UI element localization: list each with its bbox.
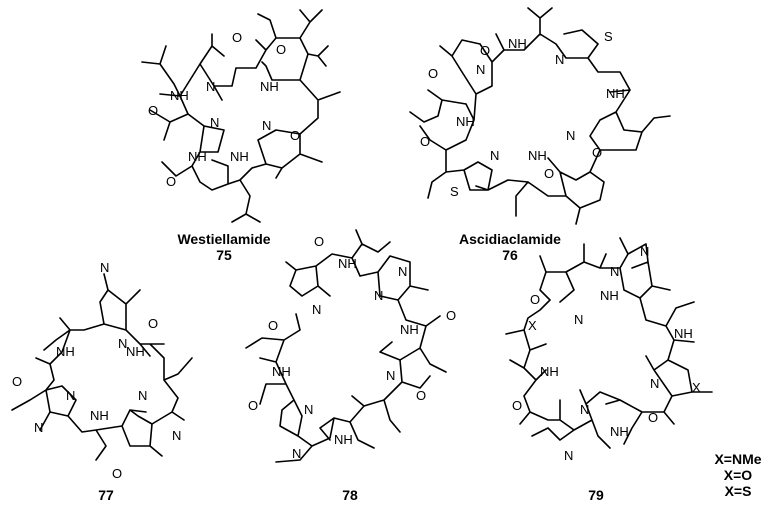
atom-n: N xyxy=(566,128,575,143)
atom-nh: NH xyxy=(400,322,419,337)
atom-nh: NH xyxy=(90,408,109,423)
atom-o: O xyxy=(446,308,456,323)
atom-nh: NH xyxy=(508,36,527,51)
atom-s: S xyxy=(450,184,459,199)
atom-o: O xyxy=(112,466,122,481)
atom-o: O xyxy=(248,398,258,413)
atom-n: N xyxy=(650,376,659,391)
atom-nh: NH xyxy=(230,149,249,164)
atom-n: N xyxy=(490,148,499,163)
atom-nh: NH xyxy=(528,148,547,163)
atom-nh: NH xyxy=(610,424,629,439)
atom-nh: NH xyxy=(674,326,693,341)
atom-x: X xyxy=(692,380,701,395)
atom-s: S xyxy=(604,29,613,44)
atom-n: N xyxy=(172,428,181,443)
atom-o: O xyxy=(12,374,22,389)
compound-number: 78 xyxy=(342,487,358,503)
legend-entry: X=S xyxy=(725,483,752,499)
atom-n: N xyxy=(398,264,407,279)
atom-nh: NH xyxy=(126,344,145,359)
atom-n: N xyxy=(610,264,619,279)
compound-number: 75 xyxy=(216,247,232,263)
atom-o: O xyxy=(512,398,522,413)
atom-o: O xyxy=(416,388,426,403)
atom-o: O xyxy=(420,134,430,149)
atom-nh: NH xyxy=(606,86,625,101)
compound-name: Ascidiaclamide xyxy=(459,231,561,247)
atom-nh: NH xyxy=(338,256,357,271)
atom-n: N xyxy=(580,402,589,417)
atom-n: N xyxy=(312,302,321,317)
atom-n: N xyxy=(574,312,583,327)
atom-o: O xyxy=(232,30,242,45)
atom-n: N xyxy=(66,388,75,403)
atom-n: N xyxy=(304,402,313,417)
atom-o: O xyxy=(276,42,286,57)
atom-n: N xyxy=(555,52,564,67)
atom-nh: NH xyxy=(600,288,619,303)
compound-79: O NH N X N N NH NH O N X N NH N O xyxy=(505,237,713,463)
atom-x: X xyxy=(528,318,537,333)
substituent-legend: X=NMe X=O X=S xyxy=(714,451,761,499)
atom-o: O xyxy=(314,234,324,249)
compound-78: O NH N O N N NH NH O N O N N NH O xyxy=(245,229,456,463)
atom-n: N xyxy=(118,336,127,351)
atom-n: N xyxy=(292,446,301,461)
atom-nh: NH xyxy=(260,79,279,94)
atom-nh: NH xyxy=(272,364,291,379)
compound-name: Westiellamide xyxy=(177,231,270,247)
compound-number: 77 xyxy=(98,487,114,503)
compound-75-westiellamide: O N NH O NH O N NH NH N O O xyxy=(141,9,341,223)
atom-n: N xyxy=(386,368,395,383)
compound-76-ascidiaclamide: O NH S O N N NH NH N O O N NH S O xyxy=(409,7,671,225)
atom-n: N xyxy=(138,388,147,403)
atom-o: O xyxy=(148,103,158,118)
atom-n: N xyxy=(564,448,573,463)
atom-n: N xyxy=(100,260,109,275)
atom-n: N xyxy=(34,420,43,435)
compound-number: 76 xyxy=(502,247,518,263)
atom-n: N xyxy=(206,79,215,94)
legend-entry: X=O xyxy=(724,467,753,483)
atom-o: O xyxy=(290,128,300,143)
atom-n: N xyxy=(476,62,485,77)
atom-o: O xyxy=(148,316,158,331)
atom-n: N xyxy=(374,288,383,303)
atom-o: O xyxy=(592,145,602,160)
atom-nh: NH xyxy=(188,149,207,164)
compound-77: N O N NH NH O N N N NH N O xyxy=(11,260,193,481)
atom-n: N xyxy=(262,118,271,133)
atom-nh: NH xyxy=(334,432,353,447)
atom-n: N xyxy=(640,244,649,259)
atom-nh: NH xyxy=(170,88,189,103)
atom-o: O xyxy=(530,292,540,307)
atom-nh: NH xyxy=(540,364,559,379)
atom-o: O xyxy=(428,66,438,81)
atom-o: O xyxy=(648,410,658,425)
atom-o: O xyxy=(166,174,176,189)
atom-nh: NH xyxy=(56,344,75,359)
atom-nh: NH xyxy=(456,114,475,129)
atom-o: O xyxy=(544,166,554,181)
atom-o: O xyxy=(480,43,490,58)
legend-entry: X=NMe xyxy=(714,451,761,467)
atom-o: O xyxy=(268,318,278,333)
atom-n: N xyxy=(210,115,219,130)
compound-number: 79 xyxy=(588,487,604,503)
